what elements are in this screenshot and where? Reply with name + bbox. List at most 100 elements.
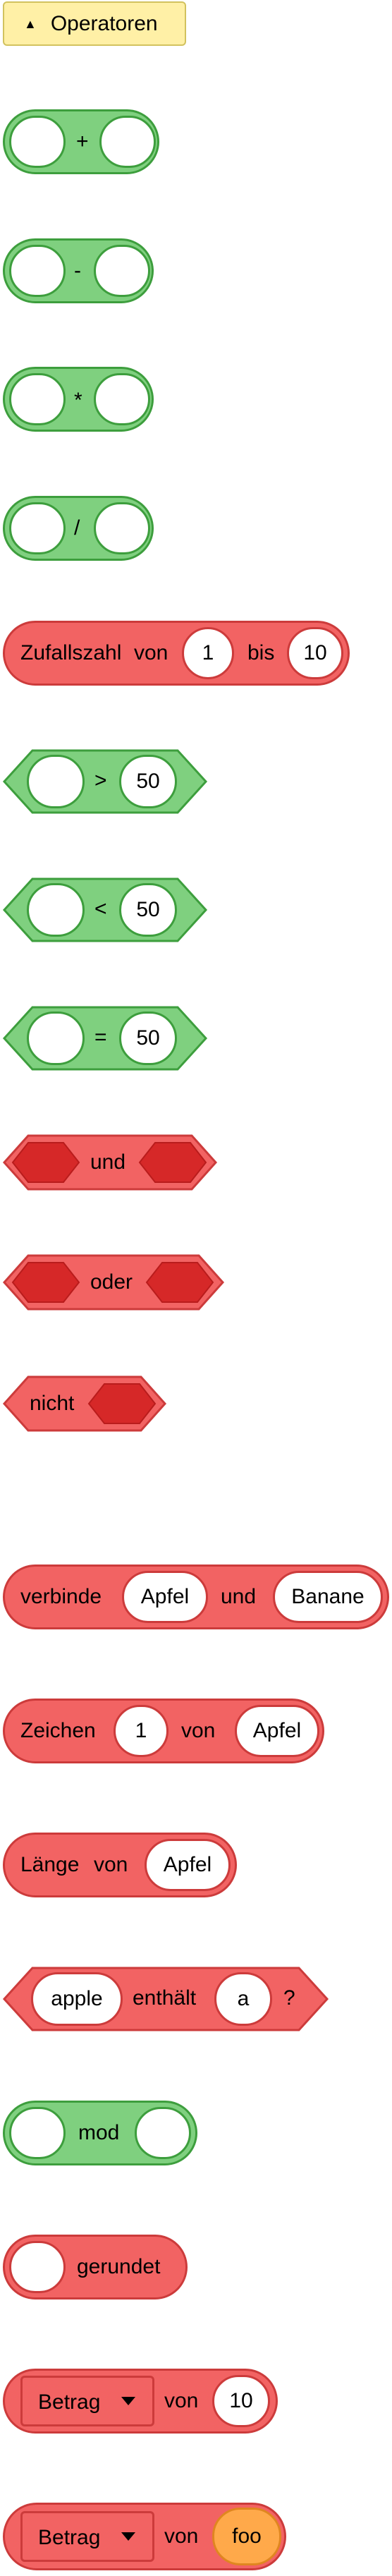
length-label: Länge <box>20 1853 80 1876</box>
contains-label: enthält <box>133 1986 197 2010</box>
mod-block[interactable]: mod <box>3 2101 197 2165</box>
add-operator: + <box>76 130 89 153</box>
contains-text-value: apple <box>51 1987 103 2010</box>
round-input-slot[interactable] <box>9 2241 66 2293</box>
and-right-hex-slot <box>138 1142 207 1183</box>
subtract-operator: - <box>74 259 81 282</box>
letter-of-label: Zeichen <box>20 1719 96 1742</box>
divide-block[interactable]: / <box>3 496 154 561</box>
random-block[interactable]: Zufallszahl von 1 bis 10 <box>3 621 350 686</box>
random-min-value: 1 <box>202 641 214 664</box>
less-than-left-slot[interactable] <box>27 883 85 937</box>
mod-left-slot[interactable] <box>9 2107 66 2159</box>
less-than-value: 50 <box>136 898 160 921</box>
and-left-hex-slot <box>11 1142 80 1183</box>
or-shape <box>2 1254 225 1311</box>
length-text-value: Apfel <box>163 1853 212 1876</box>
abs-variable-function-dropdown[interactable]: Betrag <box>20 2511 154 2562</box>
length-of-label: von <box>94 1853 128 1876</box>
length-text-slot[interactable]: Apfel <box>145 1839 231 1891</box>
abs-function-dropdown[interactable]: Betrag <box>20 2376 154 2426</box>
random-label: Zufallszahl <box>20 641 122 664</box>
random-max-value: 10 <box>303 641 327 664</box>
equals-right-slot[interactable]: 50 <box>119 1011 177 1065</box>
subtract-block[interactable]: - <box>3 238 154 303</box>
greater-than-value: 50 <box>136 770 160 793</box>
join-first-slot[interactable]: Apfel <box>122 1571 208 1623</box>
letter-of-von-label: von <box>181 1719 216 1742</box>
not-block[interactable]: nicht <box>2 1375 167 1432</box>
not-operator: nicht <box>30 1392 75 1415</box>
less-than-block[interactable]: < 50 <box>2 877 208 942</box>
multiply-left-slot[interactable] <box>9 373 66 425</box>
greater-than-left-slot[interactable] <box>27 755 85 808</box>
subtract-left-slot[interactable] <box>9 245 66 297</box>
or-operator: oder <box>90 1270 133 1294</box>
add-right-slot[interactable] <box>99 116 156 168</box>
letter-text-value: Apfel <box>252 1719 302 1742</box>
not-shape <box>2 1375 167 1432</box>
contains-text-slot[interactable]: apple <box>31 1972 123 2026</box>
dropdown-arrow-icon <box>121 2532 135 2541</box>
random-to-label: bis <box>247 641 275 664</box>
not-hex-slot <box>87 1383 157 1424</box>
less-than-right-slot[interactable]: 50 <box>119 883 177 937</box>
or-right-hex-slot <box>145 1262 214 1303</box>
equals-operator: = <box>94 1026 107 1049</box>
variable-name: foo <box>232 2525 262 2548</box>
divide-left-slot[interactable] <box>9 502 66 554</box>
contains-block[interactable]: apple enthält a ? <box>2 1967 329 2031</box>
greater-than-operator: > <box>94 769 107 792</box>
join-first-value: Apfel <box>140 1585 190 1608</box>
abs-variable-of-label: von <box>164 2525 199 2548</box>
add-block[interactable]: + <box>3 109 159 174</box>
or-left-hex-slot <box>11 1262 80 1303</box>
abs-value-slot[interactable]: 10 <box>212 2375 270 2427</box>
round-block[interactable]: gerundet <box>3 2235 188 2299</box>
abs-value: 10 <box>229 2389 253 2412</box>
contains-question-mark: ? <box>283 1986 295 2010</box>
multiply-right-slot[interactable] <box>94 373 150 425</box>
greater-than-right-slot[interactable]: 50 <box>119 755 177 808</box>
abs-variable-block[interactable]: Betrag von foo <box>3 2503 286 2570</box>
or-block[interactable]: oder <box>2 1254 225 1311</box>
greater-than-block[interactable]: > 50 <box>2 749 208 814</box>
contains-value: a <box>237 1987 250 2010</box>
abs-block[interactable]: Betrag von 10 <box>3 2369 278 2434</box>
join-second-slot[interactable]: Banane <box>273 1571 383 1623</box>
equals-value: 50 <box>136 1026 160 1050</box>
and-shape <box>2 1134 218 1191</box>
mod-right-slot[interactable] <box>135 2107 191 2159</box>
letter-text-slot[interactable]: Apfel <box>235 1705 319 1757</box>
random-from-label: von <box>134 641 169 664</box>
add-left-slot[interactable] <box>9 116 66 168</box>
abs-function-label: Betrag <box>38 2390 101 2414</box>
subtract-right-slot[interactable] <box>94 245 150 297</box>
less-than-operator: < <box>94 897 107 921</box>
and-block[interactable]: und <box>2 1134 218 1191</box>
variable-reporter-foo[interactable]: foo <box>212 2508 281 2565</box>
equals-left-slot[interactable] <box>27 1011 85 1065</box>
collapse-arrow-icon[interactable]: ▲ <box>24 16 37 31</box>
divide-right-slot[interactable] <box>94 502 150 554</box>
operators-category-header[interactable]: ▲ Operatoren <box>3 1 186 46</box>
contains-value-slot[interactable]: a <box>214 1972 272 2026</box>
letter-index-slot[interactable]: 1 <box>114 1705 169 1757</box>
multiply-block[interactable]: * <box>3 367 154 432</box>
equals-block[interactable]: = 50 <box>2 1006 208 1071</box>
letter-of-block[interactable]: Zeichen 1 von Apfel <box>3 1699 324 1763</box>
round-label: gerundet <box>77 2255 161 2278</box>
length-block[interactable]: Länge von Apfel <box>3 1833 237 1897</box>
join-and-label: und <box>221 1585 257 1608</box>
multiply-operator: * <box>74 389 82 412</box>
abs-of-label: von <box>164 2389 199 2412</box>
category-title: Operatoren <box>50 11 158 35</box>
random-min-slot[interactable]: 1 <box>182 627 234 679</box>
join-second-value: Banane <box>291 1585 365 1608</box>
mod-operator: mod <box>78 2121 120 2144</box>
join-block[interactable]: verbinde Apfel und Banane <box>3 1565 389 1629</box>
dropdown-arrow-icon <box>121 2397 135 2405</box>
abs-variable-function-label: Betrag <box>38 2526 101 2549</box>
random-max-slot[interactable]: 10 <box>287 627 343 679</box>
and-operator: und <box>90 1150 126 1174</box>
